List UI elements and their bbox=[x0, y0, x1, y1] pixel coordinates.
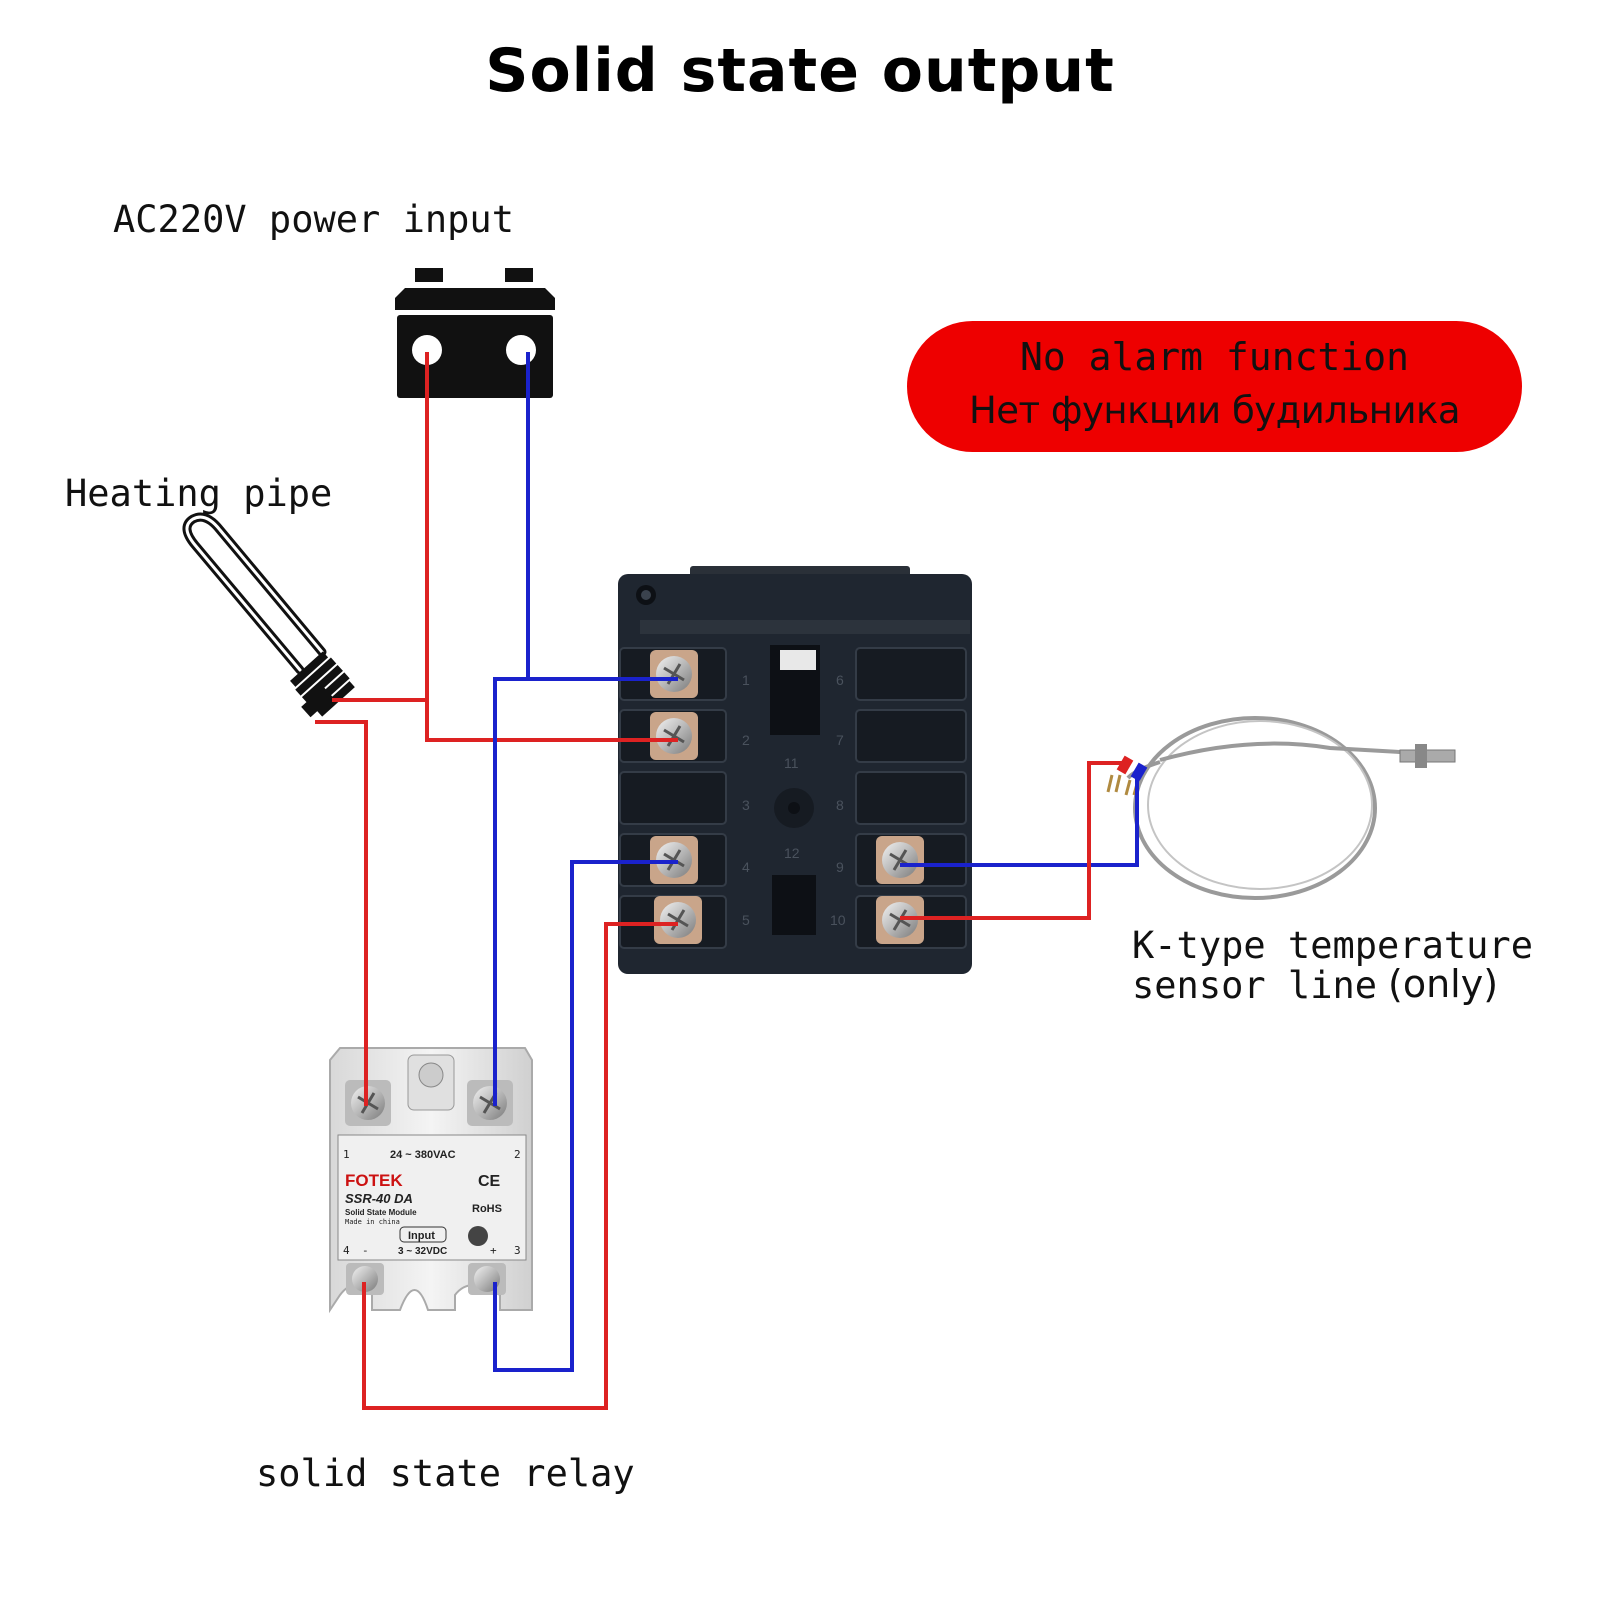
relay-terminal-4: 4 bbox=[343, 1244, 350, 1257]
sensor-only-label: (only) bbox=[1388, 962, 1499, 1006]
badge-line-english: No alarm function bbox=[1020, 335, 1409, 379]
terminal-number: 10 bbox=[830, 912, 846, 928]
relay-minus: - bbox=[362, 1244, 369, 1257]
relay-made-in: Made in china bbox=[345, 1218, 400, 1226]
relay-rohs: RoHS bbox=[472, 1203, 502, 1215]
terminal-number: 7 bbox=[836, 732, 844, 748]
power-input-label: AC220V power input bbox=[113, 198, 514, 241]
relay-input-range: 3 ~ 32VDC bbox=[398, 1246, 447, 1257]
relay-model: SSR-40 DA bbox=[345, 1191, 413, 1206]
terminal-number: 5 bbox=[742, 912, 750, 928]
sensor-label-line2: sensor line bbox=[1132, 964, 1378, 1007]
no-alarm-badge: No alarm function Нет функции будильника bbox=[907, 321, 1522, 452]
terminal-number: 3 bbox=[742, 797, 750, 813]
solid-state-relay: 24 ~ 380VAC 1 2 FOTEK CE SSR-40 DA Solid… bbox=[329, 1047, 533, 1314]
relay-terminal-2: 2 bbox=[514, 1148, 521, 1161]
wire-red-power bbox=[425, 352, 678, 742]
terminal-screws bbox=[650, 650, 924, 944]
sensor-label-line1: K-type temperature bbox=[1132, 924, 1533, 967]
terminal-number: 12 bbox=[784, 845, 800, 861]
wire-blue-relay-load bbox=[493, 677, 528, 1106]
badge-line-russian: Нет функции будильника bbox=[968, 389, 1461, 432]
terminal-number: 6 bbox=[836, 672, 844, 688]
wires bbox=[315, 352, 1139, 1410]
relay-terminal-3: 3 bbox=[514, 1244, 521, 1257]
wire-red-heater-relay bbox=[315, 720, 368, 1106]
power-socket-icon bbox=[395, 268, 555, 398]
terminal-number: 1 bbox=[742, 672, 750, 688]
relay-terminal-1: 1 bbox=[343, 1148, 350, 1161]
wire-red-ssr-minus bbox=[362, 922, 678, 1410]
k-type-sensor-icon bbox=[1106, 716, 1456, 900]
relay-label: solid state relay bbox=[256, 1452, 635, 1495]
terminal-number: 4 bbox=[742, 859, 750, 875]
relay-ce-mark: CE bbox=[478, 1173, 501, 1190]
relay-type: Solid State Module bbox=[345, 1208, 417, 1217]
terminal-number: 2 bbox=[742, 732, 750, 748]
heating-pipe-icon bbox=[182, 512, 355, 718]
diagram-title: Solid state output bbox=[485, 36, 1115, 106]
relay-input-label: Input bbox=[408, 1230, 435, 1242]
wire-blue-sensor bbox=[900, 772, 1139, 867]
wire-red-sensor bbox=[900, 761, 1124, 920]
terminal-number: 8 bbox=[836, 797, 844, 813]
terminal-number: 11 bbox=[784, 755, 799, 771]
terminal-number: 9 bbox=[836, 859, 844, 875]
temperature-controller: 1 2 3 4 5 6 7 8 9 10 11 12 bbox=[618, 566, 972, 974]
heating-pipe-label: Heating pipe bbox=[65, 472, 333, 515]
wire-blue-ssr-plus bbox=[493, 860, 678, 1372]
relay-brand: FOTEK bbox=[345, 1171, 403, 1190]
relay-plus: + bbox=[490, 1244, 497, 1257]
relay-load-range: 24 ~ 380VAC bbox=[390, 1149, 456, 1161]
